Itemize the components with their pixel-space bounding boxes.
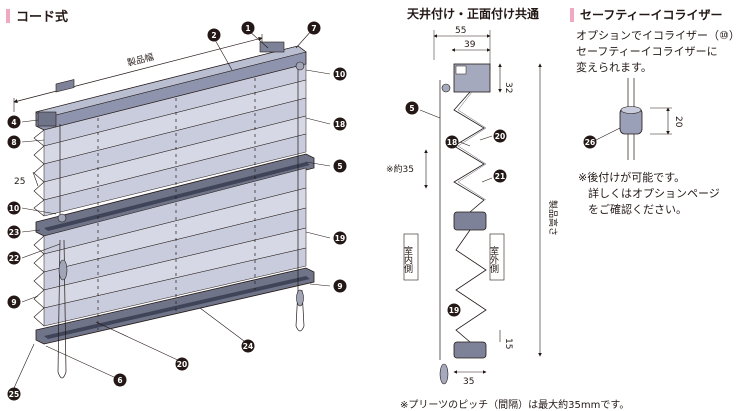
callout-25: 25 (7, 387, 21, 401)
cord-tassel (58, 259, 68, 281)
callout-10-a: 10 (333, 67, 347, 81)
callout-20-b: 20 (493, 129, 507, 143)
upper-fabric (43, 63, 307, 217)
header-safety: セーフティーイコライザー (570, 6, 723, 23)
svg-text:19: 19 (335, 234, 345, 243)
product-height-label: 製品高さ (547, 200, 559, 236)
callout-9-a: 9 (333, 279, 347, 293)
svg-text:8: 8 (11, 138, 16, 147)
header-accent-bar (570, 7, 574, 22)
header-accent-bar (6, 8, 10, 23)
pleats-lower-section (455, 229, 487, 343)
dim-15: 15 (503, 338, 513, 349)
callout-leaders (13, 29, 331, 389)
callout-9-b: 9 (7, 295, 21, 309)
header-cord-title: コード式 (16, 10, 69, 25)
safety-desc-line1: オプションでイコライザー（⑩）を (576, 29, 740, 42)
svg-text:20: 20 (177, 360, 187, 369)
header-safety-title: セーフティーイコライザー (580, 8, 723, 22)
header-mount-title: 天井付け・正面付け共通 (407, 7, 540, 21)
callout-10-inline: ⑩ (719, 29, 729, 42)
callout-2: 2 (207, 28, 221, 42)
callout-8: 8 (7, 135, 21, 149)
dim-32: 32 (503, 82, 513, 93)
dim-55: 55 (455, 26, 466, 36)
safety-note-2: 詳しくはオプションページ (588, 187, 720, 200)
callout-18-a: 18 (333, 117, 347, 131)
end-cap-left (37, 111, 57, 127)
callout-5-a: 5 (333, 159, 347, 173)
header-cord-type: コード式 (6, 6, 68, 25)
middle-rail-section (453, 211, 487, 231)
callout-22: 22 (7, 251, 21, 265)
indoor-label: 室内側 (402, 245, 413, 273)
safety-desc-line2: セーフティーイコライザーに (576, 45, 718, 58)
blind-illustration: 製品幅 (13, 34, 315, 379)
callout-18-b: 18 (445, 135, 459, 149)
bracket-right (259, 41, 285, 53)
svg-text:5: 5 (337, 162, 342, 171)
svg-text:9: 9 (11, 298, 16, 307)
callout-23: 23 (7, 225, 21, 239)
svg-text:25: 25 (9, 390, 19, 399)
svg-text:26: 26 (585, 138, 595, 147)
callout-19-a: 19 (333, 231, 347, 245)
bottom-rail-section (453, 341, 487, 359)
safety-equalizer-illustration: 20 26 (583, 78, 683, 160)
callout-26: 26 (583, 135, 597, 149)
svg-text:10: 10 (9, 204, 19, 213)
safety-desc-line3: 変えられます。 (576, 61, 652, 74)
svg-text:22: 22 (9, 254, 19, 263)
svg-text:9: 9 (337, 282, 342, 291)
pleats-upper-section (453, 91, 485, 213)
callout-7: 7 (307, 21, 321, 35)
lower-fabric (43, 167, 307, 327)
equalizer-left (57, 213, 67, 223)
svg-text:20: 20 (495, 132, 505, 141)
svg-text:6: 6 (117, 376, 122, 385)
equalizer-right (295, 61, 305, 71)
svg-text:4: 4 (11, 118, 16, 127)
svg-text:7: 7 (311, 24, 316, 33)
callout-20-a: 20 (175, 357, 189, 371)
svg-text:21: 21 (495, 172, 505, 181)
outdoor-box (489, 233, 505, 281)
svg-text:10: 10 (335, 70, 345, 79)
callout-circles: 1 2 7 10 18 5 19 9 4 8 10 23 22 9 20 24 … (7, 21, 347, 401)
callout-24: 24 (241, 339, 255, 353)
callout-6: 6 (113, 373, 127, 387)
svg-text:1: 1 (245, 24, 250, 33)
svg-text:23: 23 (9, 228, 19, 237)
svg-text:18: 18 (335, 120, 345, 129)
callout-5-b: 5 (405, 101, 419, 115)
callout-19-b: 19 (447, 303, 461, 317)
svg-text:19: 19 (449, 306, 459, 315)
outdoor-label: 室外側 (488, 245, 499, 273)
indoor-box (403, 233, 419, 281)
callout-10-b: 10 (7, 201, 21, 215)
footnote-pleat-pitch: ※プリーツのピッチ（間隔）は最大約35mmです。 (400, 400, 630, 411)
product-width-label: 製品幅 (126, 51, 155, 69)
safety-note-3: をご確認ください。 (588, 203, 687, 216)
callout-1: 1 (241, 21, 255, 35)
bracket-left (55, 79, 75, 93)
dim-39: 39 (464, 40, 476, 50)
width-dimension-line (13, 36, 263, 104)
pleat-pitch-label: 25 (14, 177, 25, 187)
callout-4: 4 (7, 115, 21, 129)
svg-text:24: 24 (243, 342, 253, 351)
svg-text:18: 18 (447, 138, 457, 147)
callout-21: 21 (493, 169, 507, 183)
svg-text:5: 5 (409, 104, 414, 113)
side-section-view: 55 39 32 ※約35 製品高さ 15 35 (386, 26, 559, 387)
about35-label: ※約35 (386, 163, 414, 175)
lift-cords-dashed (97, 78, 256, 330)
header-mount: 天井付け・正面付け共通 (407, 5, 539, 22)
dim-20: 20 (673, 116, 683, 128)
cord-loop (57, 239, 67, 379)
safety-note-1: ※後付けが可能です。 (578, 171, 686, 184)
svg-text:2: 2 (211, 31, 216, 40)
dim-35-bottom: 35 (463, 377, 474, 387)
